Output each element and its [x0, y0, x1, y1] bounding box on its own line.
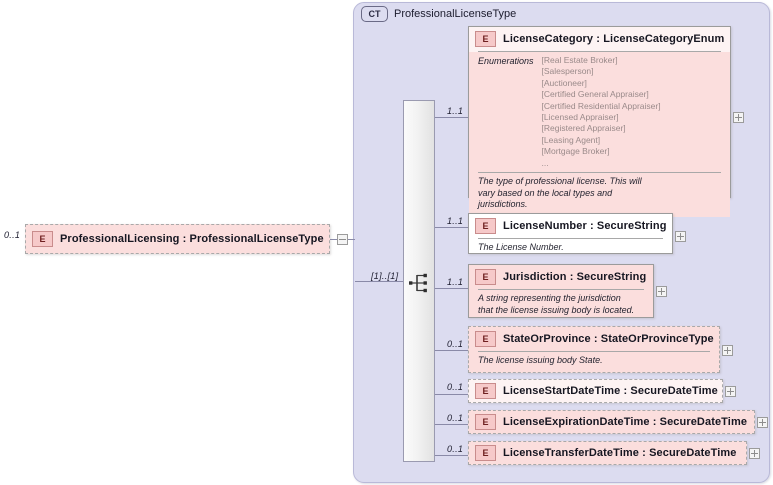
element-node-license-number[interactable]: E LicenseNumber : SecureString The Licen… [468, 213, 673, 254]
enumeration-item: [Auctioneer] [541, 77, 587, 88]
element-label-state-or-province: StateOrProvince : StateOrProvinceType [503, 333, 714, 345]
expand-button-license-transfer[interactable] [749, 448, 760, 459]
expand-button-jurisdiction[interactable] [656, 286, 667, 297]
element-node-license-start[interactable]: E LicenseStartDateTime : SecureDateTime [468, 379, 723, 403]
connector-license-transfer [435, 455, 468, 456]
cardinality-state-or-province: 0..1 [447, 339, 464, 349]
cardinality-license-expiration: 0..1 [447, 413, 464, 423]
complex-type-badge: CT [361, 6, 388, 22]
connector-license-expiration [435, 424, 468, 425]
divider [478, 351, 710, 352]
documentation-license-category: The type of professional license. This w… [478, 176, 642, 210]
element-badge: E [475, 269, 496, 285]
element-badge: E [475, 445, 496, 461]
documentation-jurisdiction: A string representing the jurisdiction t… [478, 293, 635, 315]
divider [478, 289, 644, 290]
enumerations-list: [Real Estate Broker] [Salesperson] [Auct… [542, 55, 661, 169]
element-badge: E [475, 331, 496, 347]
divider [478, 172, 721, 174]
cardinality-license-number: 1..1 [447, 216, 464, 226]
sequence-compositor-icon [409, 273, 427, 293]
root-connector-line-right [348, 239, 355, 240]
expand-button-state-or-province[interactable] [722, 345, 733, 356]
expand-button-license-number[interactable] [675, 231, 686, 242]
enumeration-item: ... [541, 157, 549, 168]
element-node-license-transfer[interactable]: E LicenseTransferDateTime : SecureDateTi… [468, 441, 747, 465]
complex-type-title: ProfessionalLicenseType [394, 8, 517, 20]
connector-jurisdiction [435, 288, 468, 289]
enumeration-item: [Salesperson] [541, 66, 594, 77]
root-element-label: ProfessionalLicensing : ProfessionalLice… [60, 233, 324, 245]
divider [478, 51, 721, 52]
element-node-license-expiration[interactable]: E LicenseExpirationDateTime : SecureDate… [468, 410, 755, 434]
element-badge: E [475, 218, 496, 234]
cardinality-license-start: 0..1 [447, 382, 464, 392]
expand-button-license-start[interactable] [725, 386, 736, 397]
connector-license-category [435, 117, 468, 118]
cardinality-license-category: 1..1 [447, 106, 464, 116]
documentation-state-or-province: The license issuing body State. [478, 355, 603, 365]
enumeration-item: [Licensed Appraiser] [541, 112, 619, 123]
enumeration-item: [Real Estate Broker] [541, 55, 618, 65]
divider [478, 238, 663, 239]
enumeration-item: [Certified Residential Appraiser] [541, 100, 661, 111]
complex-type-header: CT ProfessionalLicenseType [361, 6, 516, 22]
documentation-license-number: The License Number. [478, 242, 564, 252]
cardinality-jurisdiction: 1..1 [447, 277, 464, 287]
root-collapse-button[interactable] [337, 234, 348, 245]
element-badge: E [475, 31, 496, 47]
element-label-jurisdiction: Jurisdiction : SecureString [503, 271, 647, 283]
enumerations-label: Enumerations [478, 56, 534, 66]
element-label-license-number: LicenseNumber : SecureString [503, 220, 667, 232]
enumeration-item: [Leasing Agent] [541, 134, 601, 145]
sequence-compositor-bar[interactable] [403, 100, 435, 462]
element-label-license-category: LicenseCategory : LicenseCategoryEnum [503, 33, 725, 45]
element-label-license-start: LicenseStartDateTime : SecureDateTime [503, 385, 718, 397]
expand-button-license-category[interactable] [733, 112, 744, 123]
connector-license-number [435, 227, 468, 228]
root-element-node[interactable]: E ProfessionalLicensing : ProfessionalLi… [25, 224, 330, 254]
expand-button-license-expiration[interactable] [757, 417, 768, 428]
element-badge: E [475, 383, 496, 399]
root-connector-line [330, 239, 337, 240]
enumeration-item: [Certified General Appraiser] [541, 89, 649, 100]
enumeration-item: [Registered Appraiser] [541, 123, 626, 134]
element-label-license-expiration: LicenseExpirationDateTime : SecureDateTi… [503, 416, 748, 428]
element-label-license-transfer: LicenseTransferDateTime : SecureDateTime [503, 447, 737, 459]
element-badge: E [32, 231, 53, 247]
cardinality-license-transfer: 0..1 [447, 444, 464, 454]
connector-license-start [435, 394, 468, 395]
enumeration-item: [Mortgage Broker] [541, 146, 610, 157]
connector-state-or-province [435, 350, 468, 351]
element-badge: E [475, 414, 496, 430]
element-node-license-category[interactable]: E LicenseCategory : LicenseCategoryEnum … [468, 26, 731, 217]
root-cardinality: 0..1 [4, 230, 21, 240]
sequence-input-line [355, 281, 409, 282]
sequence-cardinality: [1]..[1] [371, 271, 399, 281]
element-node-state-or-province[interactable]: E StateOrProvince : StateOrProvinceType … [468, 326, 720, 373]
element-node-jurisdiction[interactable]: E Jurisdiction : SecureString A string r… [468, 264, 654, 318]
